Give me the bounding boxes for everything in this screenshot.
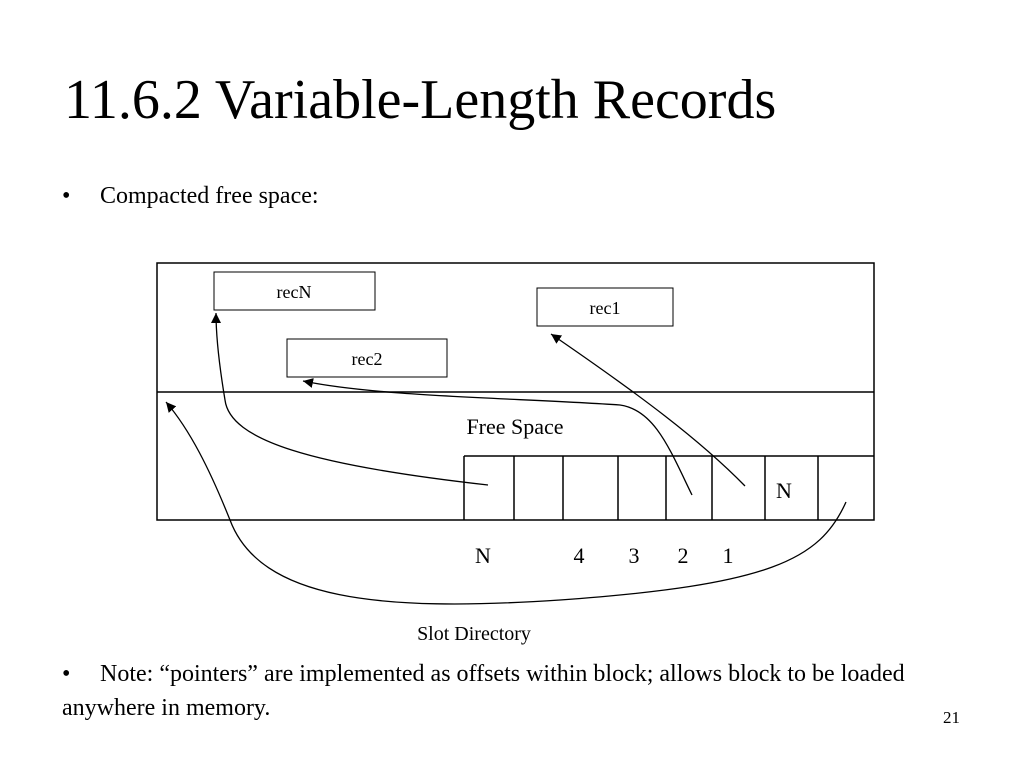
- bullet-note: •Note: “pointers” are implemented as off…: [62, 657, 962, 725]
- bullet-marker: •: [62, 183, 71, 209]
- record-rec2-box: [286, 338, 448, 378]
- slot-index-label: 1: [723, 543, 734, 568]
- record-rec2-label: rec2: [352, 349, 383, 369]
- record-rec1-label: rec1: [590, 298, 621, 318]
- slot-index-label: 3: [629, 543, 640, 568]
- record-rec1: rec1: [536, 287, 674, 327]
- record-recN-box: [213, 271, 376, 311]
- slot-index-label: 4: [574, 543, 585, 568]
- pointer-arrow-slot-n-to-recN: [211, 312, 489, 486]
- bullet-compacted-free-space: • Compacted free space:: [62, 179, 319, 213]
- slot-index-label: N: [475, 543, 491, 568]
- pointer-arrow-slot-2-to-rec2: [302, 378, 693, 496]
- pointer-arrow-free-space-start: [165, 401, 847, 605]
- record-rec2: rec2: [286, 338, 448, 378]
- bullet-marker: •: [62, 661, 71, 687]
- record-rec1-box: [536, 287, 674, 327]
- slot-count-label: N: [776, 478, 792, 503]
- page-number: 21: [943, 708, 960, 727]
- slot-directory-cells: N: [463, 455, 874, 520]
- free-space-label: Free Space: [466, 414, 563, 439]
- slot-index-label: 2: [678, 543, 689, 568]
- bullet-text: Compacted free space:: [100, 183, 319, 209]
- slide-title: 11.6.2 Variable-Length Records: [64, 69, 777, 131]
- pointer-arrow-slot-1-to-rec1: [550, 333, 746, 487]
- record-recN: recN: [213, 271, 376, 311]
- record-recN-label: recN: [277, 282, 312, 302]
- slot-directory-label: Slot Directory: [417, 623, 531, 645]
- bullet-text: Note: “pointers” are implemented as offs…: [62, 661, 905, 721]
